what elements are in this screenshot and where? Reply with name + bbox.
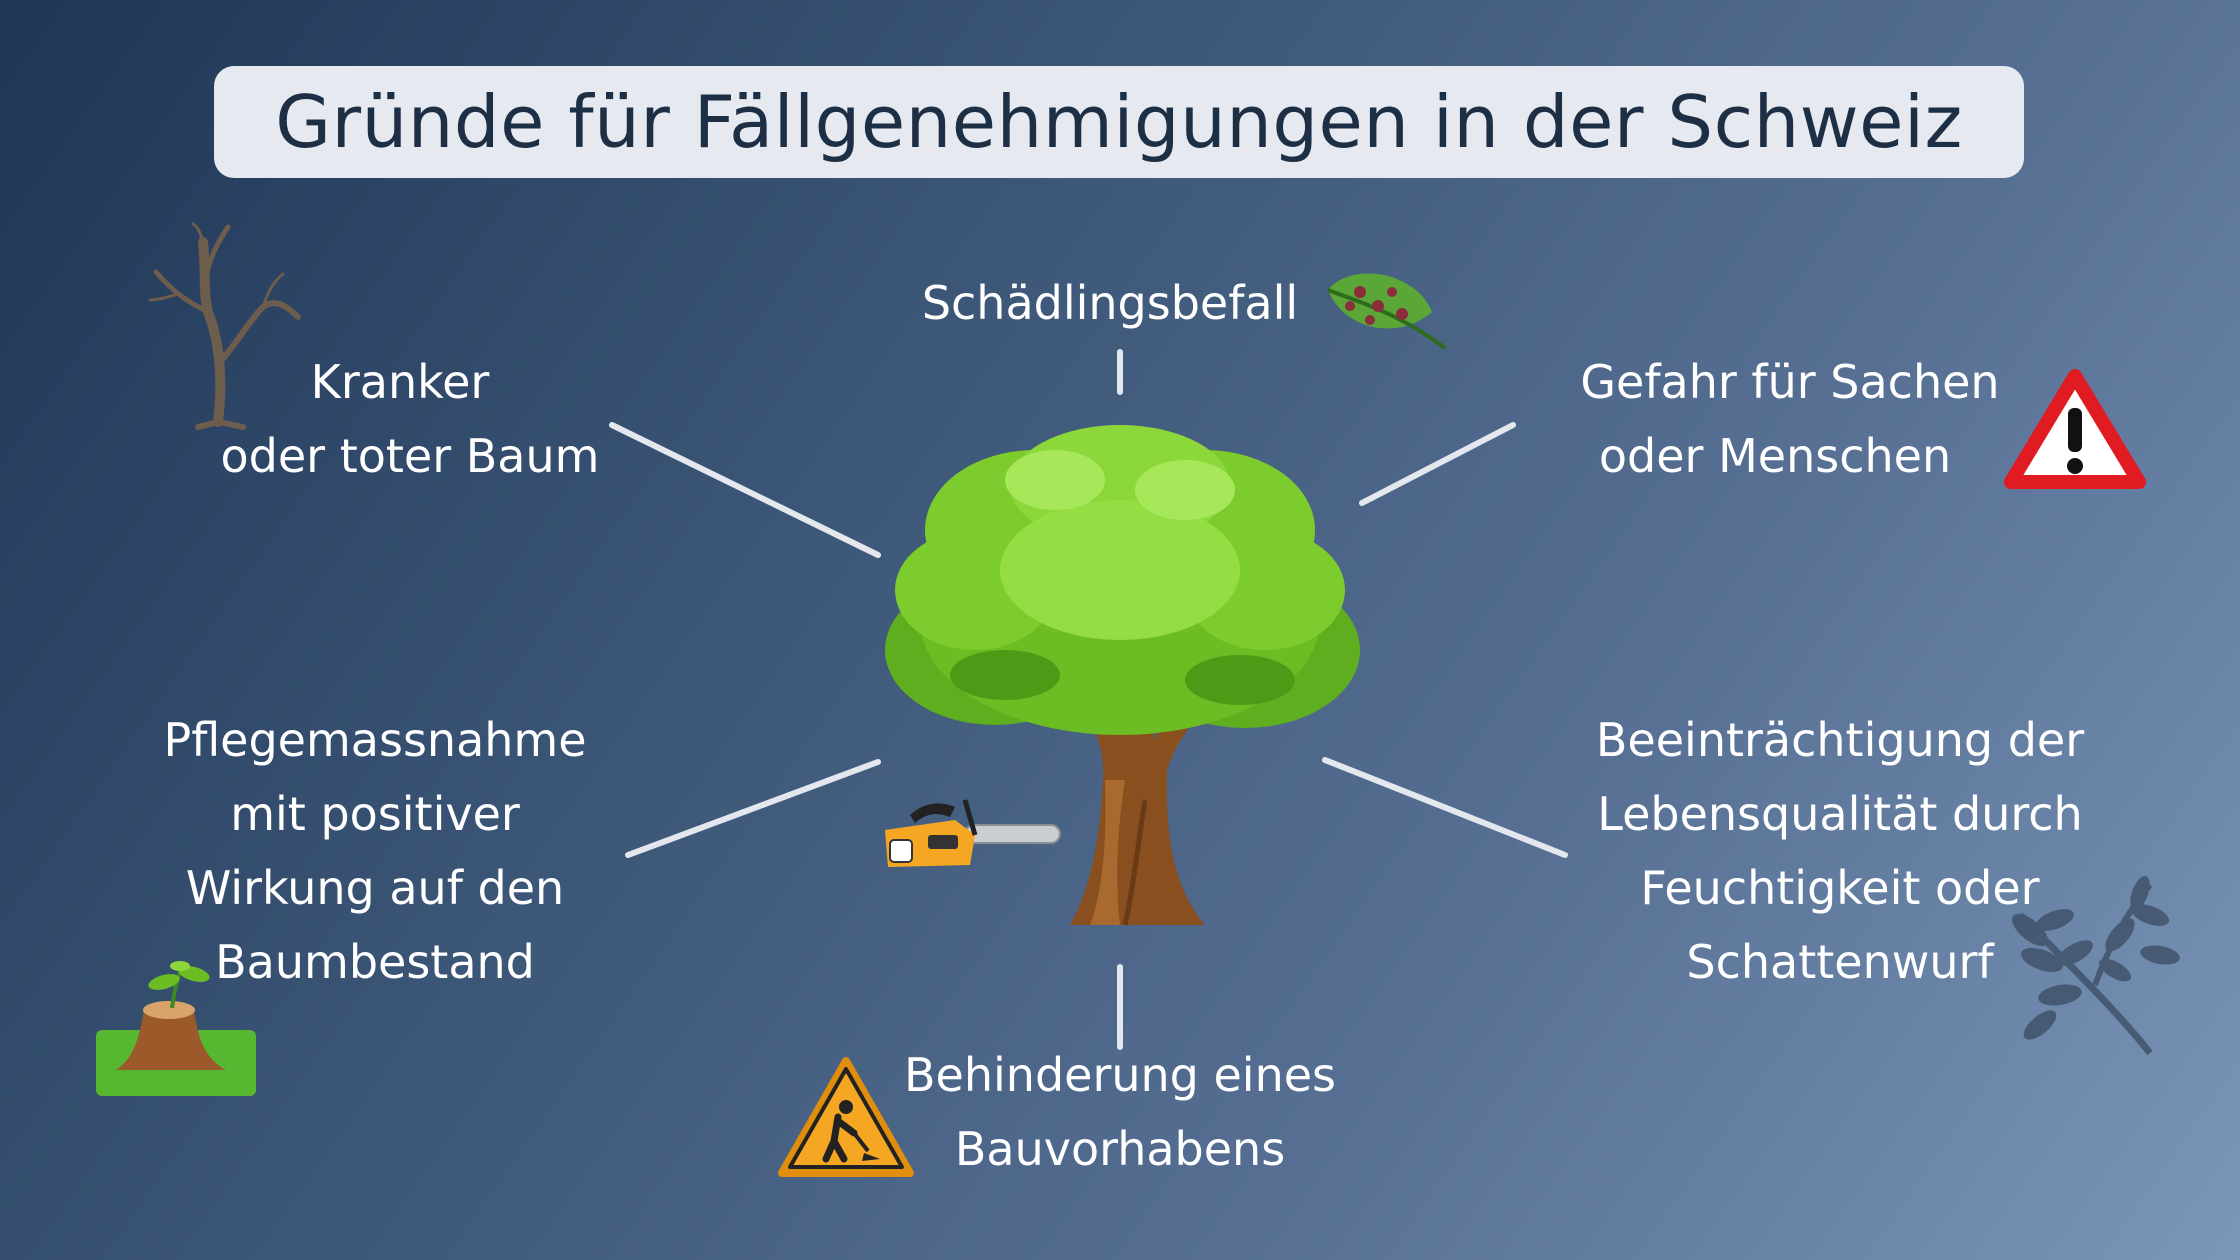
- construction-sign-icon: [778, 1057, 914, 1177]
- infested-leaf-icon: [1327, 273, 1447, 350]
- warning-sign-icon: [2004, 369, 2146, 489]
- connector-top-left: [609, 422, 881, 558]
- reason-label-line: Kranker: [310, 355, 490, 409]
- reason-pest-infestation: Schädlingsbefall: [900, 266, 1320, 340]
- reason-label-line: Schädlingsbefall: [921, 276, 1299, 330]
- page-title: Gründe für Fällgenehmigungen in der Schw…: [275, 80, 1963, 164]
- reason-label-line: Beeinträchtigung der: [1595, 713, 2085, 767]
- reason-construction: Behinderung eines Bauvorhabens: [880, 1038, 1360, 1186]
- reason-care-measure: Pflegemassnahme mit positiver Wirkung au…: [110, 703, 640, 999]
- dead-tree-icon: [148, 222, 301, 430]
- reason-label-line: Pflegemassnahme: [163, 713, 587, 767]
- reason-label-line: Lebensqualität durch: [1597, 787, 2083, 841]
- connector-bottom-left: [625, 759, 881, 858]
- reason-label-line: Behinderung eines: [904, 1048, 1336, 1102]
- reason-label-line: mit positiver: [230, 787, 520, 841]
- stump-seedling-icon: [96, 961, 256, 1096]
- tree-icon: [885, 425, 1360, 926]
- reason-label-line: Bauvorhabens: [954, 1122, 1286, 1176]
- reason-label-line: Wirkung auf den: [185, 861, 565, 915]
- reason-label-line: Baumbestand: [215, 935, 535, 989]
- shadow-branch-icon: [2011, 875, 2180, 1056]
- title-banner: Gründe für Fällgenehmigungen in der Schw…: [214, 66, 2024, 178]
- connector-bottom-right: [1322, 757, 1568, 858]
- reason-label-line: Schattenwurf: [1686, 935, 1994, 989]
- reason-label-line: Feuchtigkeit oder: [1640, 861, 2040, 915]
- reason-label-line: oder toter Baum: [220, 429, 600, 483]
- reason-danger: Gefahr für Sachen oder Menschen: [1560, 345, 2020, 493]
- reason-sick-tree: Kranker oder toter Baum: [200, 345, 620, 493]
- reason-label-line: Gefahr für Sachen: [1580, 355, 2000, 409]
- reason-quality-of-life: Beeinträchtigung der Lebensqualität durc…: [1560, 703, 2120, 999]
- reason-label-line: oder Menschen: [1598, 429, 1952, 483]
- chainsaw-icon: [885, 799, 1061, 867]
- connector-top-right: [1359, 422, 1516, 506]
